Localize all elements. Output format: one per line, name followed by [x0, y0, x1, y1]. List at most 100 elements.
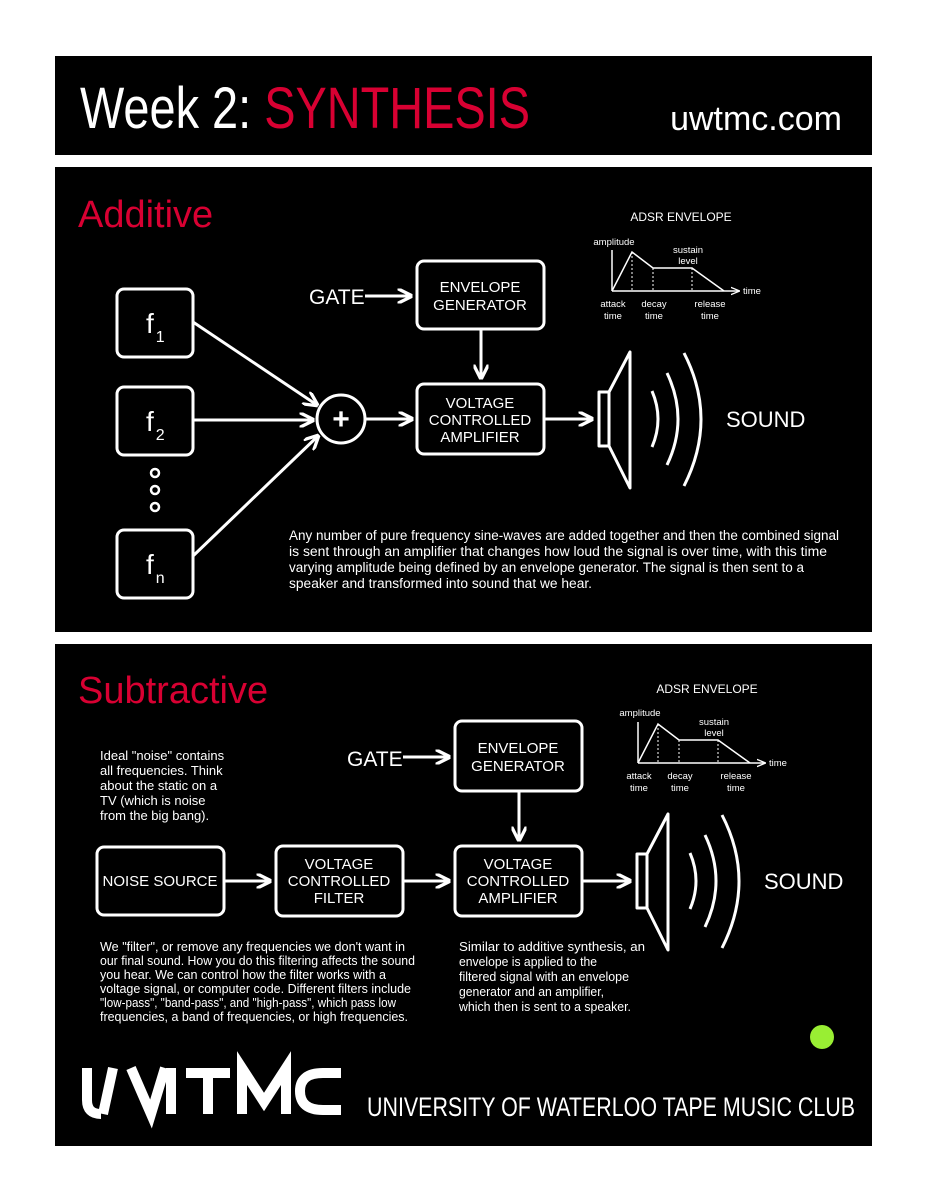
uwtmc-logo — [82, 1051, 341, 1129]
sub-vca-line3: AMPLIFIER — [478, 890, 557, 907]
f1-sub: 1 — [156, 329, 165, 346]
filter-desc-5: "low-pass", "band-pass", and "high-pass"… — [100, 996, 397, 1010]
sub-adsr-attack-1: attack — [626, 771, 652, 782]
noise-note-4: TV (which is noise — [100, 793, 205, 808]
subtractive-speaker-icon — [635, 812, 741, 952]
f2-sub: 2 — [156, 427, 165, 444]
add-desc-line3: varying amplitude being defined by an en… — [289, 560, 804, 575]
sub-adsr-sustain-2: level — [704, 728, 724, 739]
add-adsr-attack-1: attack — [600, 299, 626, 310]
add-adsr-attack-2: time — [604, 311, 622, 322]
sub-vca-line2: CONTROLLED — [467, 873, 570, 890]
sub-adsr-sustain-1: sustain — [699, 717, 729, 728]
sub-adsr-decay-2: time — [671, 783, 689, 794]
sub-adsr-amplitude: amplitude — [619, 708, 660, 719]
svg-text:f2: f2 — [146, 406, 165, 444]
add-adsr-release-2: time — [701, 311, 719, 322]
title-prefix: Week 2: — [80, 76, 264, 141]
env-desc-4: generator and an amplifier, — [459, 985, 604, 999]
noise-note: Ideal "noise" contains all frequencies. … — [100, 748, 225, 823]
subtractive-heading: Subtractive — [78, 670, 268, 712]
green-status-dot — [810, 1025, 834, 1049]
subtractive-panel — [55, 644, 872, 1146]
subtractive-adsr-envelope: ADSR ENVELOPE amplitude sustain level ti… — [619, 682, 787, 794]
club-name: UNIVERSITY OF WATERLOO TAPE MUSIC CLUB — [367, 1092, 855, 1122]
add-desc-line4: speaker and transformed into sound that … — [289, 576, 592, 591]
vcf-line2: CONTROLLED — [288, 873, 391, 890]
add-adsr-curve — [611, 250, 725, 292]
add-eg-line2: GENERATOR — [433, 297, 527, 314]
additive-vca-box: VOLTAGE CONTROLLED AMPLIFIER — [415, 382, 546, 456]
additive-description: Any number of pure frequency sine-waves … — [289, 528, 839, 591]
sub-adsr-attack-2: time — [630, 783, 648, 794]
additive-gate-label: GATE — [309, 286, 365, 309]
env-desc-2: envelope is applied to the — [459, 955, 597, 969]
noise-note-5: from the big bang). — [100, 808, 209, 823]
add-desc-line1: Any number of pure frequency sine-waves … — [289, 528, 839, 543]
f2-base: f — [146, 406, 154, 437]
env-desc-5: which then is sent to a speaker. — [458, 1000, 631, 1014]
add-adsr-decay-1: decay — [641, 299, 667, 310]
subtractive-sound-label: SOUND — [764, 869, 843, 894]
filter-desc-3: you hear. We can control how the filter … — [100, 968, 386, 982]
sub-adsr-release-2: time — [727, 783, 745, 794]
subtractive-envelope-generator-box: ENVELOPE GENERATOR — [453, 719, 584, 793]
svg-text:fn: fn — [146, 549, 165, 587]
noise-note-1: Ideal "noise" contains — [100, 748, 225, 763]
add-adsr-sustain-1: sustain — [673, 245, 703, 256]
ellipsis-dots — [149, 467, 161, 513]
add-adsr-release-1: release — [694, 299, 725, 310]
env-desc-3: filtered signal with an envelope — [459, 970, 629, 984]
fn-base: f — [146, 549, 154, 580]
vcf-line3: FILTER — [314, 890, 365, 907]
filter-desc-2: our final sound. How you do this filteri… — [100, 954, 415, 968]
sum-symbol: + — [332, 403, 350, 436]
additive-speaker-icon — [597, 350, 703, 490]
sum-node: + — [315, 393, 367, 445]
fn-sub: n — [156, 570, 165, 587]
noise-note-2: all frequencies. Think — [100, 763, 223, 778]
sub-adsr-time: time — [769, 758, 787, 769]
add-adsr-sustain-2: level — [678, 256, 698, 267]
add-adsr-amplitude: amplitude — [593, 237, 634, 248]
additive-panel — [55, 167, 872, 632]
add-adsr-decay-2: time — [645, 311, 663, 322]
add-desc-line2: is sent through an amplifier that change… — [289, 544, 827, 559]
filter-desc-4: voltage signal, or computer code. Differ… — [100, 982, 411, 996]
sub-adsr-title: ADSR ENVELOPE — [656, 682, 757, 696]
env-desc-1: Similar to additive synthesis, an — [459, 940, 645, 954]
subtractive-vca-box: VOLTAGE CONTROLLED AMPLIFIER — [453, 844, 584, 918]
page-title: Week 2: SYNTHESIS — [80, 76, 530, 141]
noise-source-label: NOISE SOURCE — [102, 873, 217, 890]
sub-adsr-release-1: release — [720, 771, 751, 782]
noise-note-3: about the static on a — [100, 778, 218, 793]
svg-text:f1: f1 — [146, 308, 165, 346]
filter-description: We "filter", or remove any frequencies w… — [100, 940, 415, 1024]
additive-envelope-generator-box: ENVELOPE GENERATOR — [415, 259, 546, 331]
additive-sound-label: SOUND — [726, 407, 805, 432]
add-eg-line1: ENVELOPE — [440, 279, 521, 296]
sub-adsr-decay-1: decay — [667, 771, 693, 782]
add-vca-line2: CONTROLLED — [429, 412, 532, 429]
add-adsr-title: ADSR ENVELOPE — [630, 210, 731, 224]
sub-eg-line1: ENVELOPE — [478, 740, 559, 757]
f1-base: f — [146, 308, 154, 339]
sub-adsr-curve — [637, 722, 751, 764]
title-highlight: SYNTHESIS — [264, 76, 530, 141]
additive-adsr-envelope: ADSR ENVELOPE amplitude sustain level ti… — [593, 210, 761, 322]
subtractive-gate-label: GATE — [347, 748, 403, 771]
sub-vca-line1: VOLTAGE — [484, 856, 553, 873]
input-arrows — [191, 320, 318, 558]
envelope-description: Similar to additive synthesis, an envelo… — [458, 940, 645, 1014]
filter-desc-6: frequencies, a band of frequencies, or h… — [100, 1010, 408, 1024]
additive-heading: Additive — [78, 194, 213, 236]
add-vca-line3: AMPLIFIER — [440, 429, 519, 446]
website-link[interactable]: uwtmc.com — [670, 100, 842, 138]
vcf-box: VOLTAGE CONTROLLED FILTER — [274, 844, 405, 918]
add-vca-line1: VOLTAGE — [446, 395, 515, 412]
header-panel — [55, 56, 872, 155]
vcf-line1: VOLTAGE — [305, 856, 374, 873]
